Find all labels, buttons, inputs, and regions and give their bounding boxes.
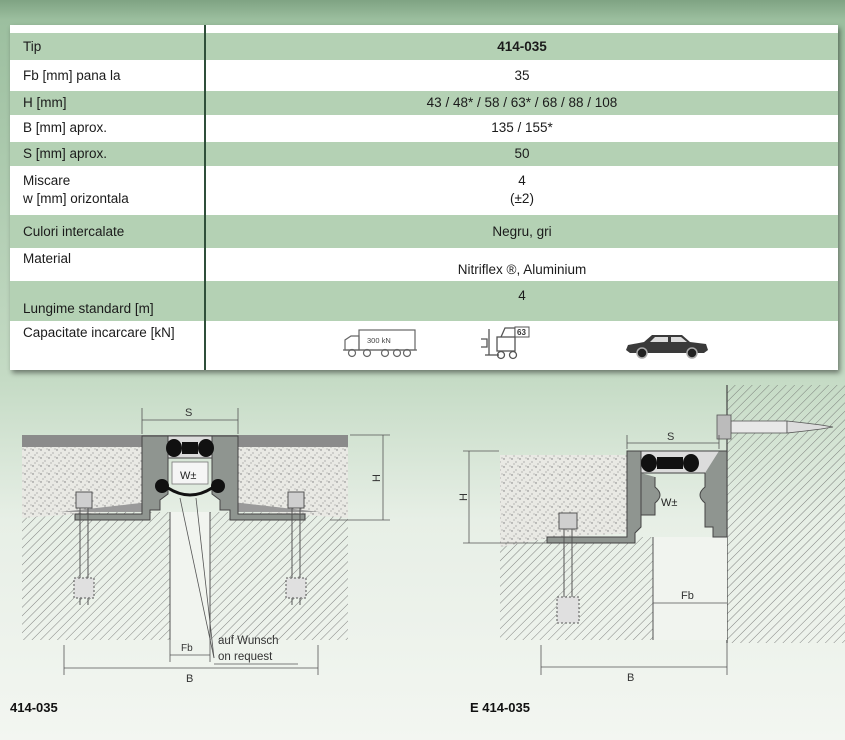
header-value: 414-035 [497,38,547,54]
dim-fb-label: Fb [181,643,193,654]
table-row: Capacitate incarcare [kN] 300 kN [10,322,838,368]
concrete-floor [500,455,635,547]
row-value: 50 [514,146,530,161]
substrate-right [210,512,348,640]
row-label: S [mm] aprox. [23,146,108,161]
dim-h-label: H [371,474,383,482]
movement-label: W± [180,470,196,482]
table-row: Culori intercalate Negru, gri [10,215,838,248]
row-label: Fb [mm] pana la [23,68,121,83]
note-line2: on request [218,651,273,663]
row-label: Capacitate incarcare [kN] [23,325,175,340]
dim-b-label: B [627,672,634,684]
anchor-bolt-right [285,491,307,605]
concrete-right [230,447,348,518]
row-label: B [mm] aprox. [23,120,108,135]
concrete-left [22,447,152,518]
wall-dowel [716,414,834,440]
header-label: Tip [23,38,42,54]
substrate [500,537,653,640]
row-value: 43 / 48* / 58 / 63* / 68 / 88 / 108 [426,95,618,110]
row-value: Negru, gri [492,223,552,239]
row-value-line1: 4 [518,172,526,188]
table-row: Material Nitriflex ®, Aluminium [10,248,838,280]
forklift-load-text: 63 [517,328,526,337]
truck-icon: 300 kN [343,329,417,358]
row-label: Culori intercalate [23,223,125,239]
dim-s-label: S [185,407,192,419]
dim-fb-label: Fb [681,590,694,602]
dim-h-label: H [458,493,470,501]
dim-s-label: S [667,431,674,443]
row-label-line2: w [mm] orizontala [23,190,129,206]
row-value: 4 [518,288,526,303]
movement-label: W± [661,497,677,509]
table-row: B [mm] aprox. 135 / 155* [10,116,838,140]
drawing-left: W± S H Fb B auf Wunsch on request [22,407,390,685]
row-value-line2: (±2) [510,190,534,206]
column-divider [204,25,206,370]
anchor-bolt-left [73,491,95,605]
spec-table: Tip 414-035 Fb [mm] pana la 35 H [mm] 43… [10,25,838,370]
table-row: Miscare w [mm] orizontala 4 (±2) [10,167,838,212]
row-label: Material [23,251,72,266]
car-icon [626,335,708,359]
caption-left: 414-035 [10,700,58,715]
row-value: 4 (±2) [206,167,838,212]
table-row: H [mm] 43 / 48* / 58 / 63* / 68 / 88 / 1… [10,91,838,115]
aluminium-profile-right [211,435,306,521]
caption-right: E 414-035 [470,700,530,715]
dim-b-label: B [186,673,193,685]
drawing-right: W± S H Fb B [458,385,845,684]
row-label-line1: Miscare [23,172,71,188]
row-value: 35 [514,68,530,83]
table-row: S [mm] aprox. 50 [10,142,838,166]
row-value: 135 / 155* [491,120,553,135]
row-label: Lungime standard [m] [23,301,154,316]
joint-gap [170,512,210,640]
load-capacity-icons: 300 kN 63 [206,322,838,368]
table-row: Fb [mm] pana la 35 [10,63,838,89]
aluminium-profile-left [74,435,169,521]
note-line1: auf Wunsch [218,635,279,647]
forklift-icon: 63 [481,326,530,360]
row-label: H [mm] [23,95,67,110]
row-label: Miscare w [mm] orizontala [10,167,206,212]
substrate-left [22,512,170,640]
table-header-row: Tip 414-035 [10,33,838,60]
table-row: Lungime standard [m] 4 [10,281,838,321]
anchor-bolt [556,512,580,624]
row-value: Nitriflex ®, Aluminium [457,262,587,277]
truck-load-text: 300 kN [367,336,391,345]
